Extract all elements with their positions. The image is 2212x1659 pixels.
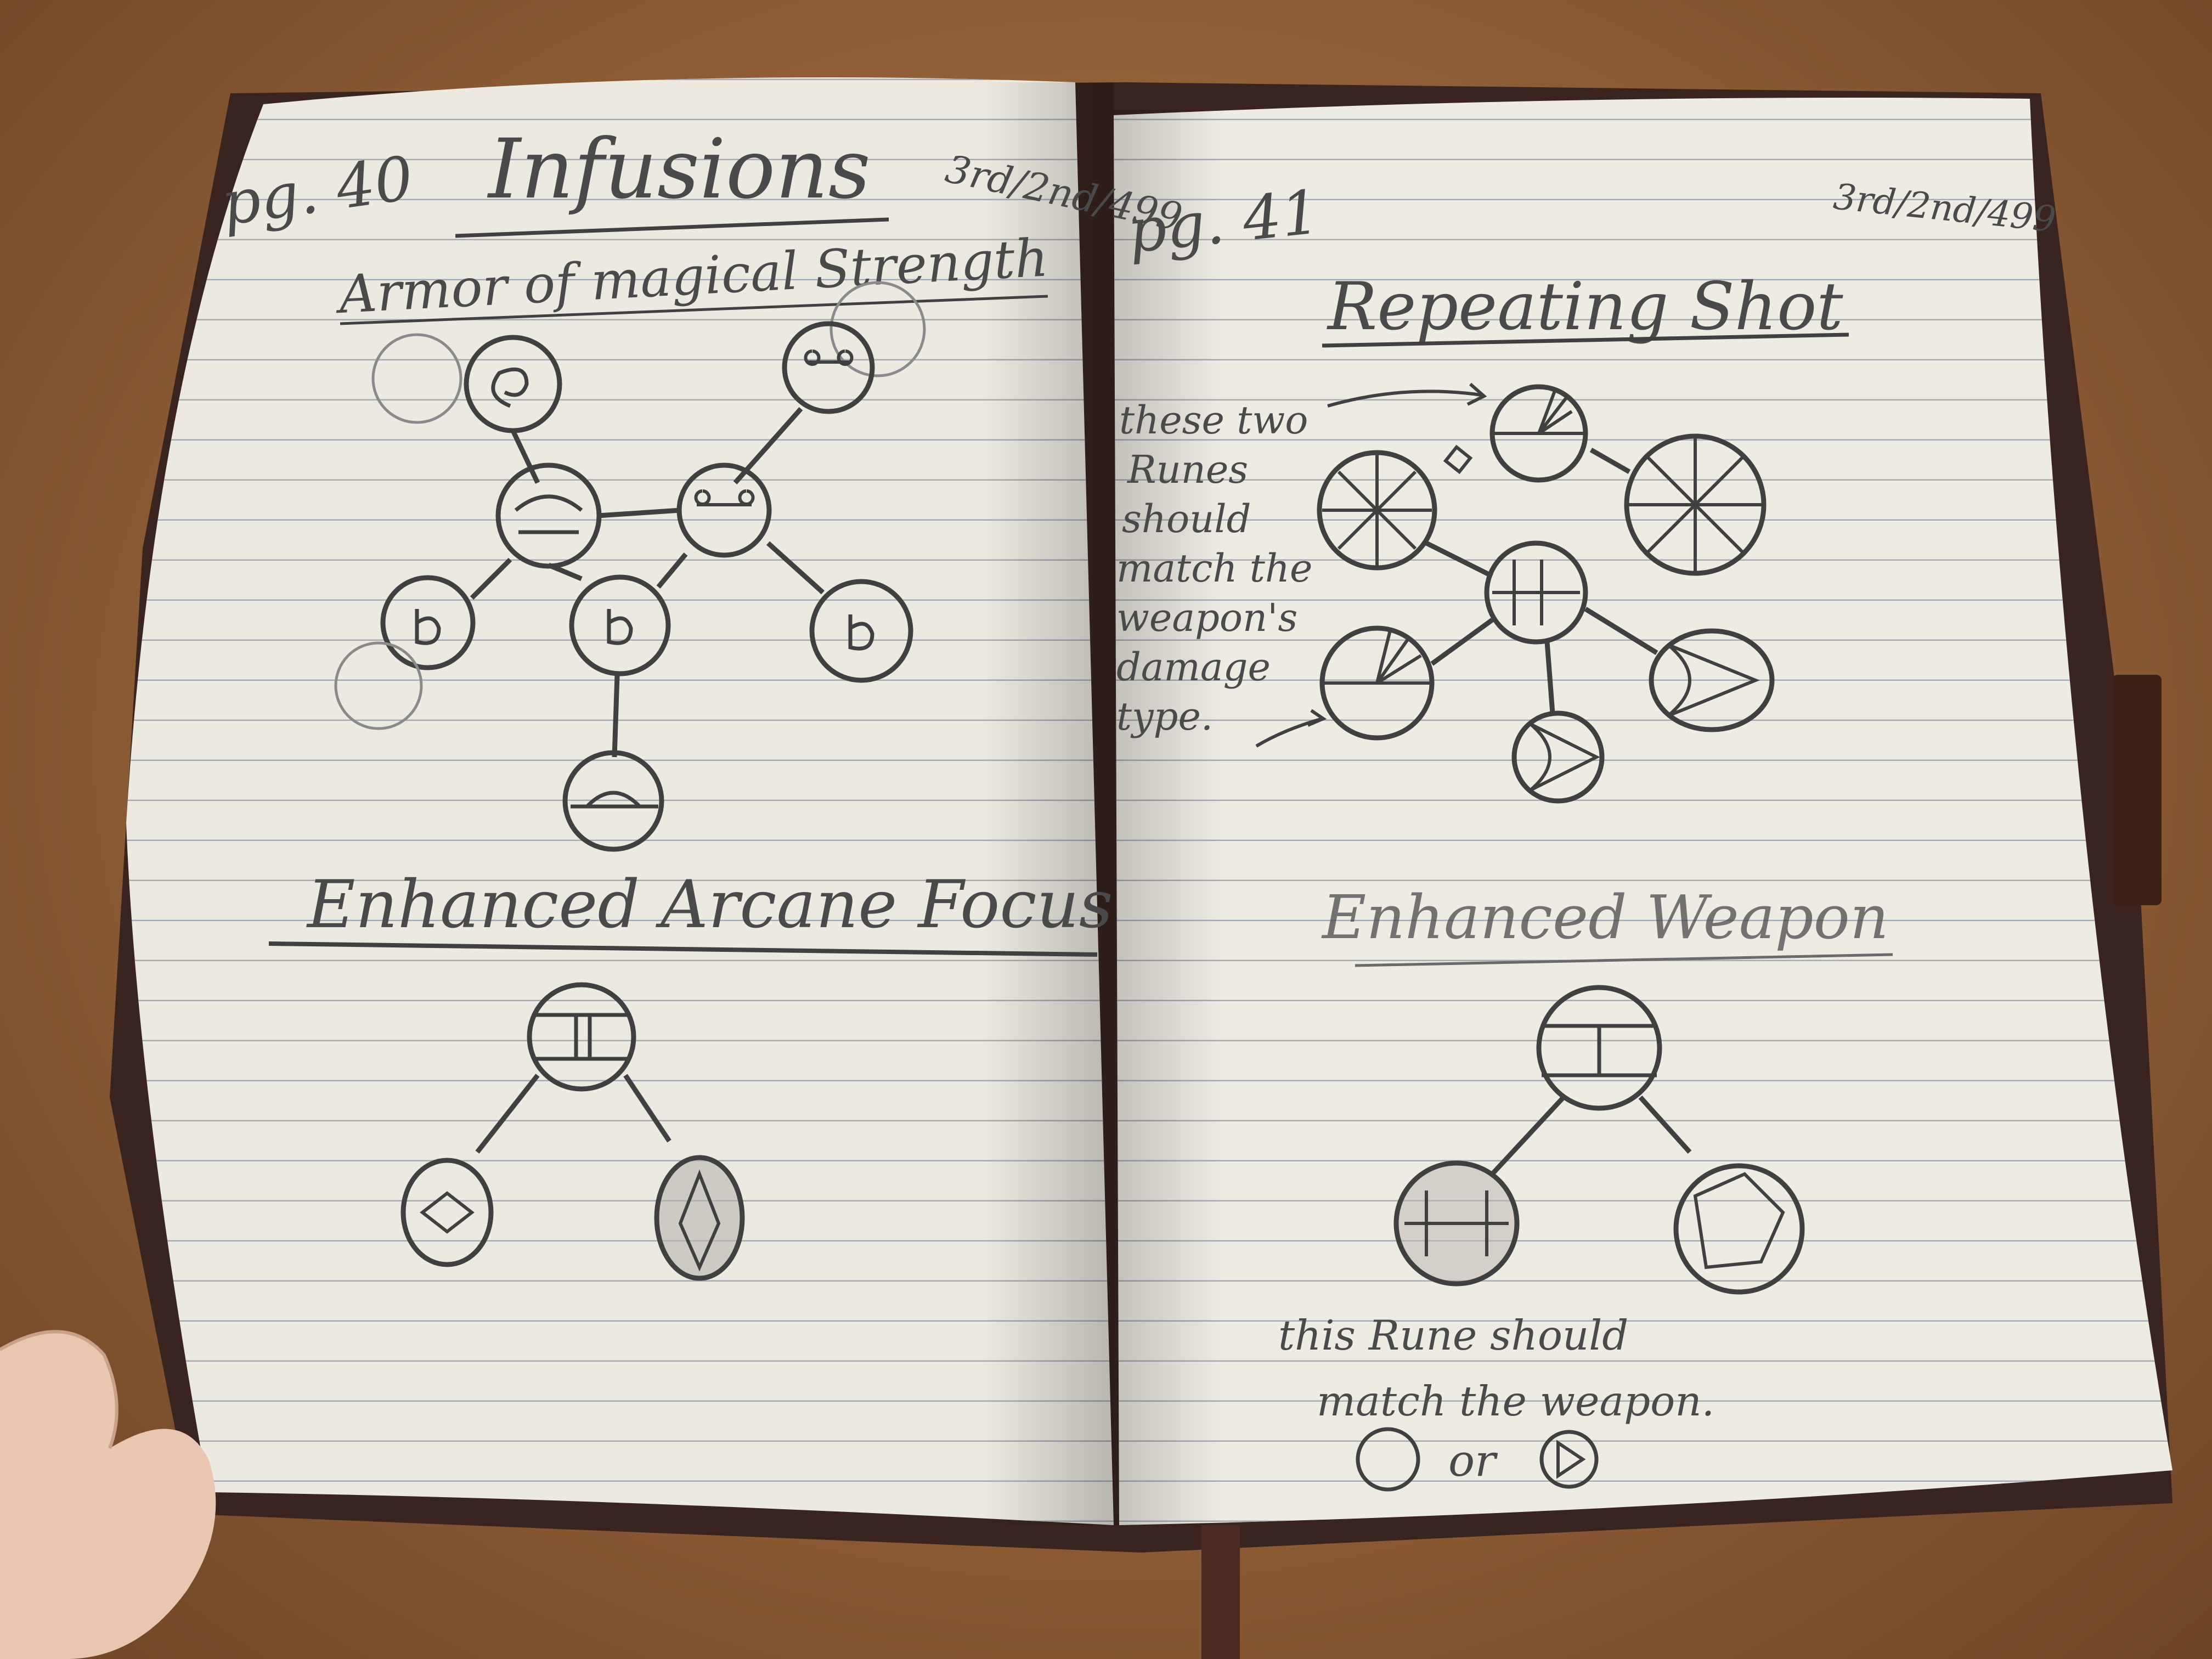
elastic-strap — [2112, 675, 2162, 905]
svg-text:match the weapon.: match the weapon. — [1317, 1377, 1714, 1425]
armor-rune-diagram — [334, 281, 926, 852]
thumb — [0, 1331, 216, 1659]
rune-option-arrow-icon — [1539, 1430, 1599, 1489]
repeating-shot-heading: Repeating Shot — [1327, 269, 1843, 345]
left-page-title: Infusions — [487, 122, 871, 217]
svg-text:damage: damage — [1116, 645, 1271, 690]
repeating-shot-note: these two Runes should match the weapon'… — [1116, 398, 1312, 739]
svg-text:match the: match the — [1116, 546, 1312, 591]
svg-text:this Rune should: this Rune should — [1278, 1311, 1628, 1359]
svg-text:Runes: Runes — [1126, 447, 1248, 492]
or-label: or — [1448, 1435, 1498, 1486]
svg-text:these two: these two — [1119, 398, 1308, 443]
rune-option-gem-icon — [1356, 1427, 1420, 1492]
arcane-focus-diagram — [400, 982, 745, 1281]
enhanced-weapon-diagram — [1393, 985, 1805, 1295]
arcane-focus-heading: Enhanced Arcane Focus — [306, 867, 1113, 943]
repeating-shot-diagram — [1255, 382, 1775, 804]
svg-text:type.: type. — [1116, 694, 1213, 739]
svg-text:should: should — [1122, 496, 1251, 541]
enhanced-weapon-note: this Rune should match the weapon. or — [1278, 1311, 1714, 1492]
bookmark-ribbon — [1201, 1525, 1240, 1659]
svg-text:weapon's: weapon's — [1116, 595, 1297, 640]
enhanced-weapon-heading: Enhanced Weapon — [1321, 882, 1889, 952]
